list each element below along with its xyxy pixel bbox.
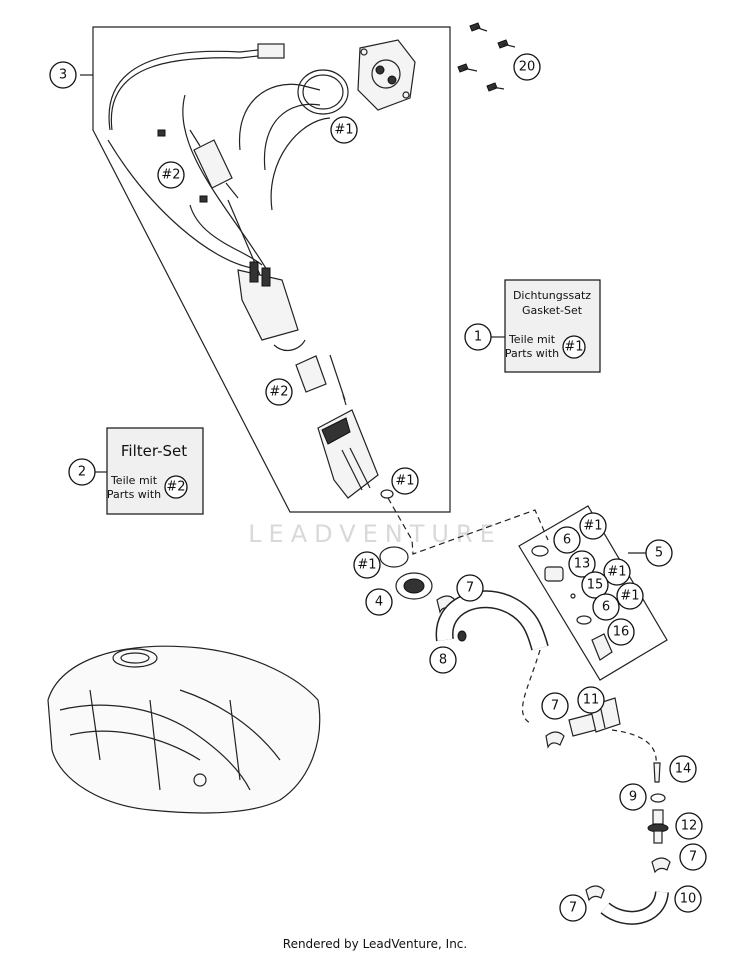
seal-ring	[395, 572, 433, 600]
gasket-set-line2: Parts with	[505, 347, 559, 360]
svg-text:4: 4	[375, 595, 383, 610]
clamp	[651, 857, 671, 874]
svg-text:1: 1	[474, 330, 482, 345]
svg-text:#1: #1	[607, 565, 626, 580]
callout-ref-2: #2	[265, 378, 293, 406]
svg-text:#2: #2	[269, 385, 288, 400]
callout-ref-1: #1	[353, 551, 381, 579]
svg-text:6: 6	[563, 533, 571, 548]
svg-text:#1: #1	[357, 558, 376, 573]
svg-text:20: 20	[519, 60, 536, 75]
callout-7: 7	[679, 843, 707, 871]
fitting	[647, 809, 669, 844]
gasket-set-line1: Teile mit	[508, 333, 556, 346]
svg-text:12: 12	[681, 819, 698, 834]
fuel-pump-head	[237, 261, 347, 406]
svg-text:#1: #1	[334, 123, 353, 138]
svg-text:6: 6	[602, 600, 610, 615]
gasket-set-ref: #1	[564, 340, 583, 355]
filter-set-line2: Parts with	[107, 488, 161, 501]
callout-11: 11	[577, 686, 605, 714]
svg-text:7: 7	[466, 581, 474, 596]
footer-credit: Rendered by LeadVenture, Inc.	[282, 937, 468, 951]
inline-filter	[157, 129, 239, 203]
callout-3: 3	[49, 61, 77, 89]
svg-text:15: 15	[587, 578, 604, 593]
callout-ref-1: #1	[603, 558, 631, 586]
o-ring	[379, 546, 409, 568]
callout-ref-2: #2	[157, 161, 185, 189]
callout-10: 10	[674, 885, 702, 913]
filter-set-title: Filter-Set	[121, 442, 187, 460]
callout-1: 1	[464, 323, 492, 351]
callout-6: 6	[592, 593, 620, 621]
o-ring-small	[650, 793, 666, 803]
svg-text:9: 9	[629, 790, 637, 805]
svg-text:10: 10	[680, 892, 697, 907]
callout-6: 6	[553, 526, 581, 554]
callout-ref-1: #1	[330, 116, 358, 144]
svg-text:7: 7	[689, 850, 697, 865]
clamp	[545, 731, 565, 749]
filter-set-box: Filter-Set Teile mit Parts with #2	[106, 427, 204, 515]
callout-16: 16	[607, 618, 635, 646]
svg-text:7: 7	[551, 699, 559, 714]
callout-8: 8	[429, 646, 457, 674]
fuel-pump-motor	[317, 409, 394, 499]
callout-ref-1: #1	[616, 582, 644, 610]
gasket-set-title-de: Dichtungssatz	[513, 289, 591, 302]
screws	[457, 22, 516, 92]
dashed-leader	[387, 497, 549, 555]
svg-text:14: 14	[675, 762, 692, 777]
callout-5: 5	[645, 539, 673, 567]
callout-14: 14	[669, 755, 697, 783]
svg-text:5: 5	[655, 546, 663, 561]
gasket-set-box: Dichtungssatz Gasket-Set Teile mit Parts…	[504, 279, 601, 373]
watermark: LEADVENTURE	[248, 520, 502, 548]
svg-text:3: 3	[59, 68, 67, 83]
callout-15: 15	[581, 571, 609, 599]
pin	[653, 762, 661, 783]
callout-9: 9	[619, 783, 647, 811]
callout-7: 7	[559, 894, 587, 922]
svg-text:#1: #1	[583, 519, 602, 534]
callout-7: 7	[456, 574, 484, 602]
callout-13: 13	[568, 550, 596, 578]
hose-route	[522, 649, 657, 771]
callout-ref-1: #1	[391, 467, 419, 495]
gasket-kit-panel	[518, 505, 668, 681]
leader-lines	[95, 336, 646, 554]
callout-7: 7	[541, 692, 569, 720]
gasket-set-title-en: Gasket-Set	[522, 304, 583, 317]
panel-parts	[531, 545, 613, 661]
filter-set-line1: Teile mit	[110, 474, 158, 487]
svg-text:11: 11	[583, 693, 600, 708]
fuel-tank	[47, 645, 321, 814]
callout-2: 2	[68, 458, 96, 486]
svg-text:8: 8	[439, 653, 447, 668]
svg-text:16: 16	[613, 625, 630, 640]
svg-text:#1: #1	[620, 589, 639, 604]
callout-20: 20	[513, 53, 541, 81]
fuel-pump-wiring	[107, 43, 331, 276]
svg-text:#2: #2	[161, 168, 180, 183]
pump-flange	[357, 39, 416, 111]
svg-text:7: 7	[569, 901, 577, 916]
filter-set-ref: #2	[166, 480, 185, 495]
clamp	[585, 885, 605, 902]
assembly-outline	[92, 26, 451, 513]
callout-12: 12	[675, 812, 703, 840]
svg-text:13: 13	[574, 557, 591, 572]
flange-seal	[297, 69, 349, 115]
callout-ref-1: #1	[579, 512, 607, 540]
svg-text:#1: #1	[395, 474, 414, 489]
callout-4: 4	[365, 588, 393, 616]
svg-text:2: 2	[78, 465, 86, 480]
